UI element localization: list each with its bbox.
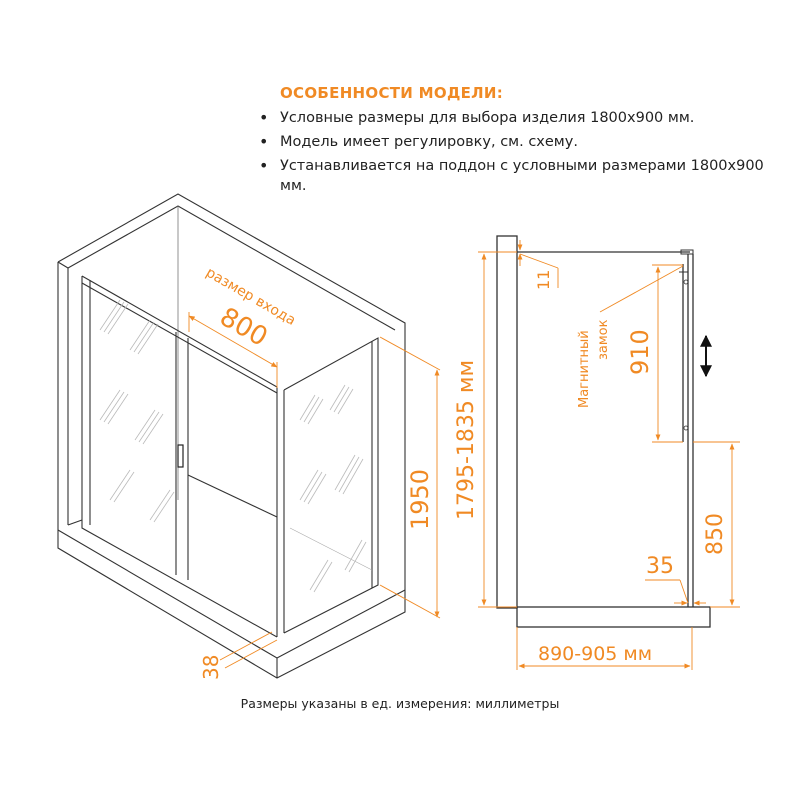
lower-height-value: 850 bbox=[703, 513, 728, 555]
side-dimensions bbox=[478, 240, 740, 670]
depth-value: 890-905 мм bbox=[538, 643, 652, 665]
profile-width-value: 35 bbox=[646, 554, 674, 579]
side-view bbox=[496, 235, 711, 628]
features-list: Условные размеры для выбора изделия 1800… bbox=[256, 108, 776, 196]
glass-hatching bbox=[99, 299, 367, 593]
magnet-label-line2: замок bbox=[596, 319, 611, 360]
top-offset-value: 11 bbox=[534, 270, 553, 290]
magnet-height-value: 910 bbox=[626, 329, 654, 375]
adjust-height-value: 1795-1835 мм bbox=[454, 360, 479, 520]
feature-item: Модель имеет регулировку, см. схему. bbox=[256, 132, 776, 152]
feature-item: Условные размеры для выбора изделия 1800… bbox=[256, 108, 776, 128]
height-value: 1950 bbox=[406, 469, 434, 530]
feature-item: Устанавливается на поддон с условными ра… bbox=[256, 156, 776, 196]
magnet-label-line1: Магнитный bbox=[577, 330, 592, 408]
iso-dimensions bbox=[188, 312, 441, 669]
model-features: ОСОБЕННОСТИ МОДЕЛИ: Условные размеры для… bbox=[256, 84, 776, 200]
isometric-enclosure bbox=[57, 193, 406, 679]
tray-height-value: 38 bbox=[199, 655, 223, 680]
units-note: Размеры указаны в ед. измерения: миллиме… bbox=[240, 696, 560, 711]
features-title: ОСОБЕННОСТИ МОДЕЛИ: bbox=[280, 84, 504, 102]
